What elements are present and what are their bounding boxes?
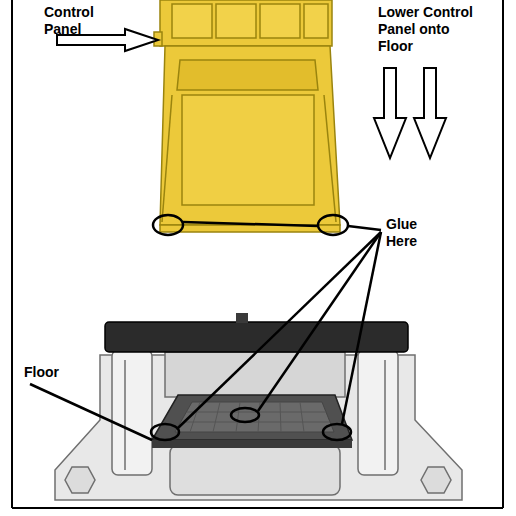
part-label: Control Panel [44,4,106,38]
glue-label: Glue Here [386,216,438,250]
part-label: Floor [24,364,84,381]
instruction-label: Lower Control Panel onto Floor [378,4,478,55]
